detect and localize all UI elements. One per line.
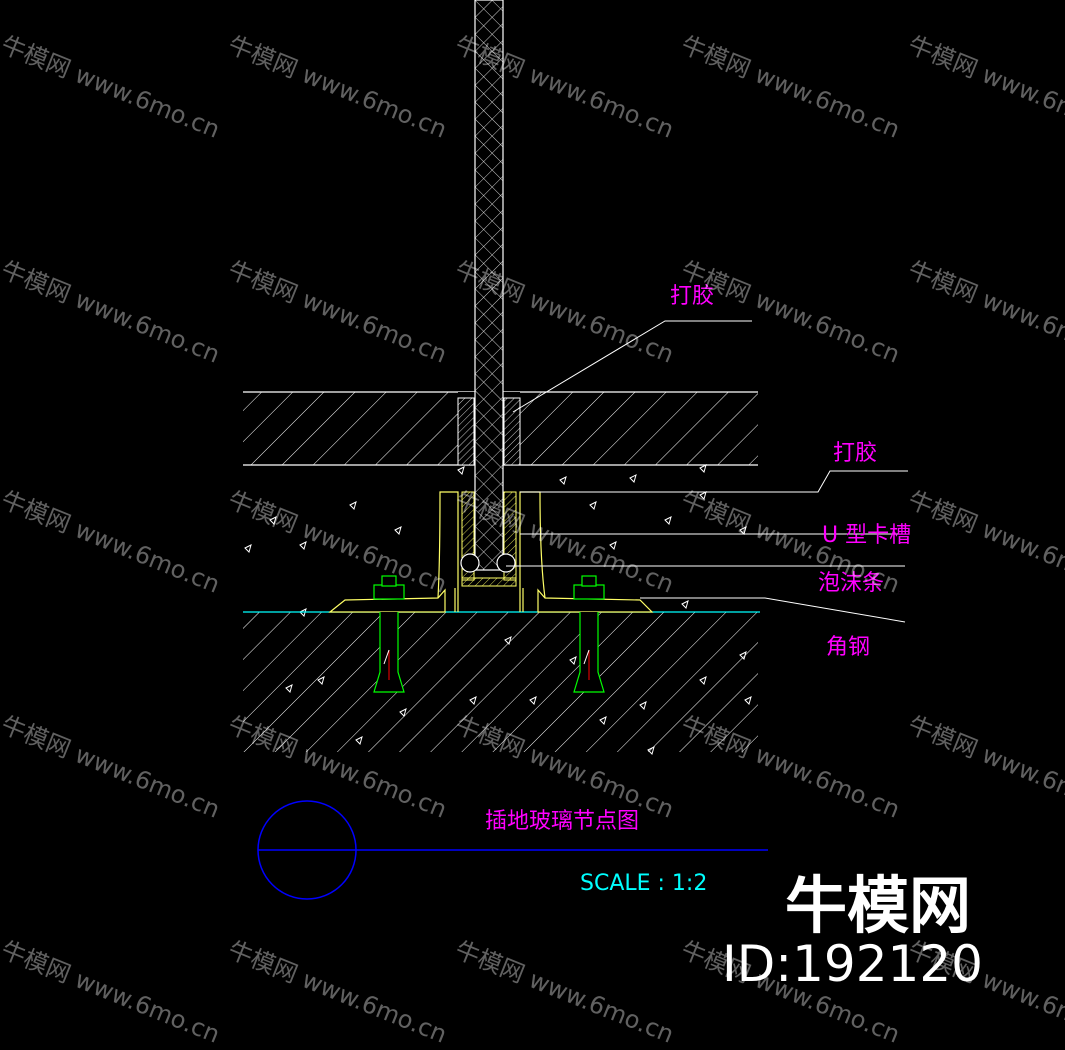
screed-aggregate [699, 464, 707, 473]
screed-aggregate [299, 541, 307, 550]
screed-aggregate [589, 501, 597, 510]
title-block: 插地玻璃节点图 SCALE : 1:2 [257, 800, 768, 900]
screed-aggregate [269, 516, 277, 525]
screed-aggregate [244, 544, 252, 553]
label-angle-steel: 角钢 [826, 635, 870, 660]
label-glue-mid: 打胶 [833, 441, 877, 466]
screed-aggregate [681, 600, 689, 609]
foam-strip [460, 553, 516, 573]
anchor-bolt-left [373, 575, 405, 693]
label-glue-top: 打胶 [670, 284, 714, 309]
label-foam-strip: 泡沫条 [818, 571, 884, 596]
screed-aggregate [559, 476, 567, 485]
screed-aggregate [629, 474, 637, 483]
screed-aggregate [739, 526, 747, 535]
screed-aggregate [349, 501, 357, 510]
screed-aggregate [394, 526, 402, 535]
glue-sealant-left [457, 397, 475, 466]
brand-name: 牛模网 [785, 869, 972, 942]
screed-aggregate [457, 466, 465, 475]
scale-text: SCALE : 1:2 [580, 871, 707, 896]
glass-panel [474, 0, 504, 571]
screed-aggregate [699, 491, 707, 500]
glue-sealant-right [503, 397, 521, 466]
structural-base [243, 611, 760, 752]
brand-id: ID:192120 [722, 935, 983, 993]
leader-lines [506, 320, 908, 623]
screed-aggregate [609, 541, 617, 550]
label-u-channel: U 型卡槽 [822, 523, 911, 548]
anchor-bolt-right [573, 575, 605, 693]
screed-aggregate [664, 516, 672, 525]
drawing-title: 插地玻璃节点图 [485, 809, 639, 834]
